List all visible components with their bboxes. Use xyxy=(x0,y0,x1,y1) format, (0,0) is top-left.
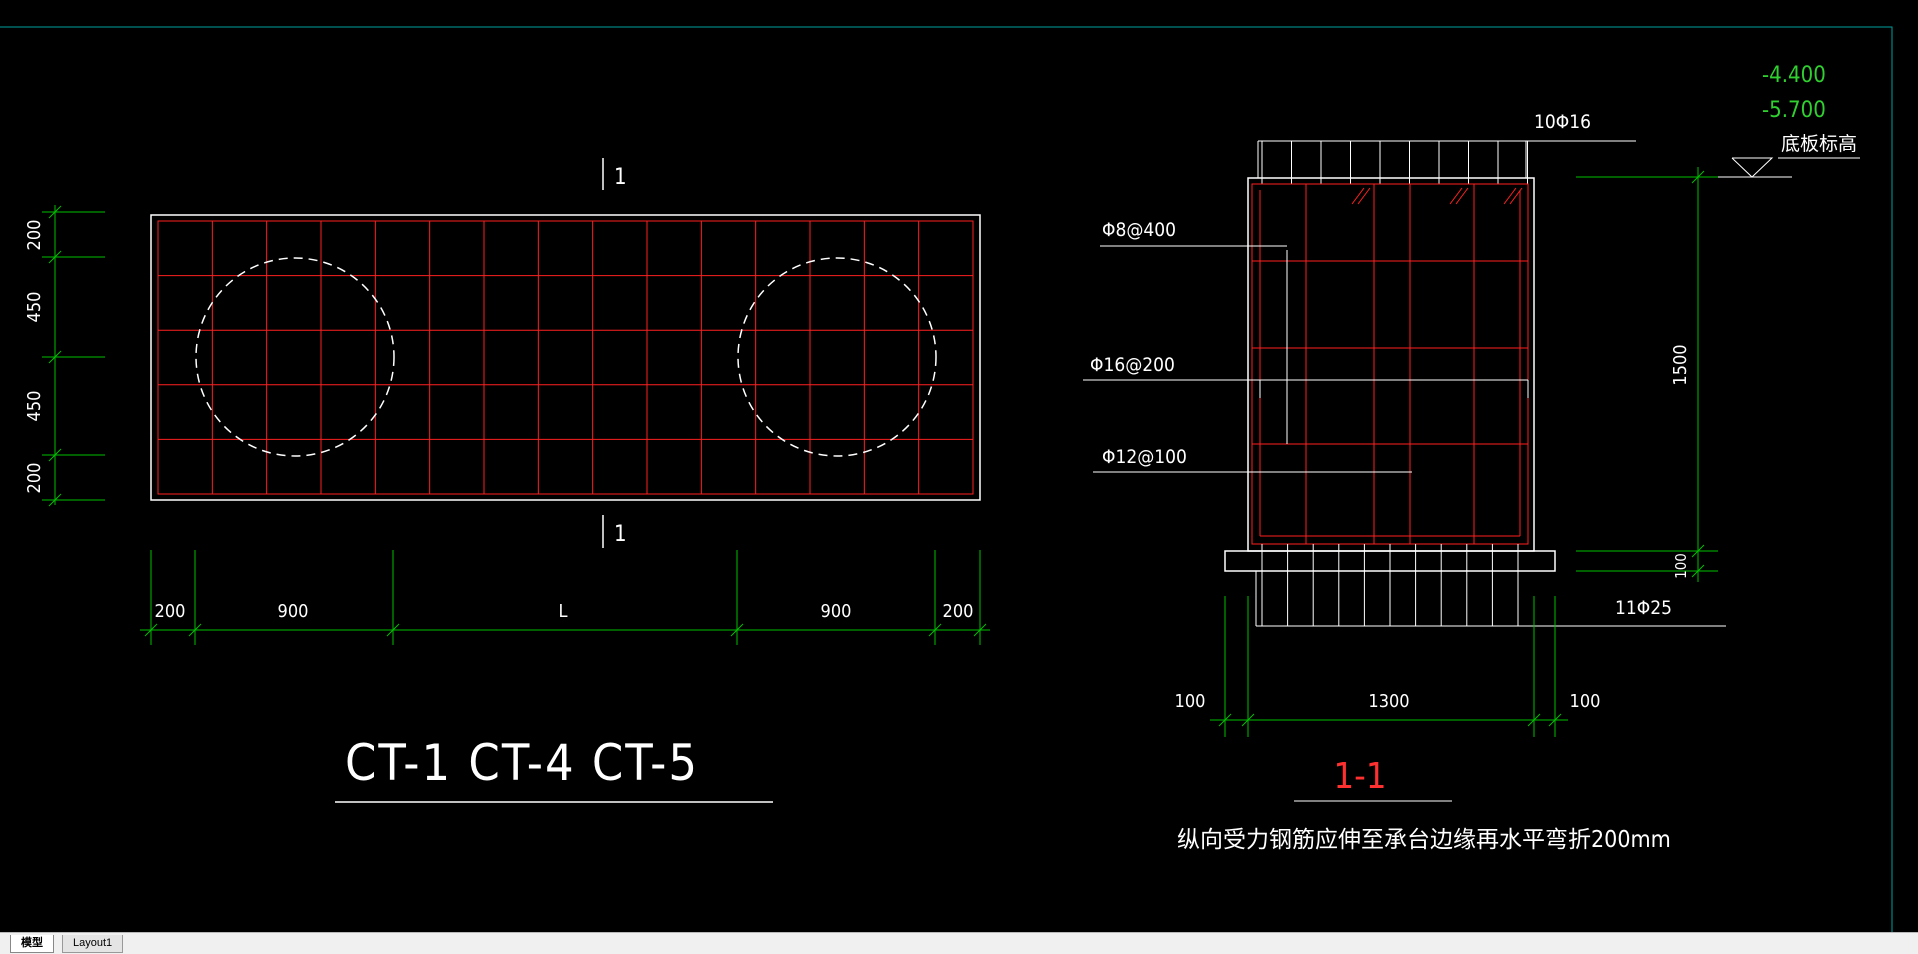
section-title: 1-1 xyxy=(1334,756,1387,797)
dim-v-4: 200 xyxy=(24,463,45,494)
width-dim-2: 1300 xyxy=(1368,691,1409,712)
elevation-triangle xyxy=(1731,157,1774,178)
dim-v-3: 450 xyxy=(24,391,45,422)
pile-cap-outline xyxy=(150,214,981,501)
internal-leaders xyxy=(1259,250,1529,473)
height-dim: 1500 xyxy=(1670,344,1691,385)
viewport-frame xyxy=(0,26,1893,932)
dim-v-2: 450 xyxy=(24,292,45,323)
plan-view: 1 1 200 450 450 200 xyxy=(24,158,990,803)
section-width-dims xyxy=(1210,596,1568,737)
section-mark-bottom: 1 xyxy=(614,522,627,547)
rebar-grid xyxy=(158,221,973,494)
elevation-label: 底板标高 xyxy=(1781,133,1857,155)
horizontal-dimension-chain xyxy=(140,550,990,645)
section-body xyxy=(1247,177,1535,552)
section-note: 纵向受力钢筋应伸至承台边缘再水平弯折200mm xyxy=(1177,827,1671,853)
section-mark-top: 1 xyxy=(614,165,627,190)
section-rebar-cage xyxy=(1251,183,1529,545)
section-rebar-lines xyxy=(1252,184,1528,544)
vertical-dimension-chain xyxy=(42,205,105,507)
side-bar-label: Φ16@200 xyxy=(1090,354,1175,376)
pile-right xyxy=(737,257,937,457)
dim-v-1: 200 xyxy=(24,220,45,251)
dim-h-4: 900 xyxy=(821,601,852,622)
cad-drawing-canvas[interactable]: 1 1 200 450 450 200 xyxy=(0,0,1918,932)
bottom-bars xyxy=(1261,544,1519,626)
layout-tab-bar: 模型 Layout1 xyxy=(0,932,1918,954)
top-bars xyxy=(1261,141,1528,184)
plan-title: CT-1 CT-4 CT-5 xyxy=(345,734,699,792)
dim-h-1: 200 xyxy=(155,601,186,622)
dim-h-3: L xyxy=(558,601,567,622)
section-view: 10Φ16 xyxy=(1083,63,1860,853)
width-dim-1: 100 xyxy=(1175,691,1206,712)
section-vertical-dims xyxy=(1576,167,1718,582)
top-bars-label: 10Φ16 xyxy=(1534,111,1591,133)
pile-left xyxy=(195,257,395,457)
bottom-dim: 100 xyxy=(1672,553,1690,579)
tab-model[interactable]: 模型 xyxy=(10,935,54,953)
elevation-1: -4.400 xyxy=(1762,63,1826,88)
dim-h-2: 900 xyxy=(278,601,309,622)
width-dim-3: 100 xyxy=(1570,691,1601,712)
tab-layout1[interactable]: Layout1 xyxy=(62,935,124,953)
elevation-2: -5.700 xyxy=(1762,98,1826,123)
corner-hooks xyxy=(1351,187,1523,205)
tie-label: Φ12@100 xyxy=(1102,446,1187,468)
dim-h-5: 200 xyxy=(943,601,974,622)
bottom-bars-label: 11Φ25 xyxy=(1615,597,1672,619)
stirrup-label: Φ8@400 xyxy=(1102,219,1176,241)
rebar-boundary xyxy=(157,220,974,495)
